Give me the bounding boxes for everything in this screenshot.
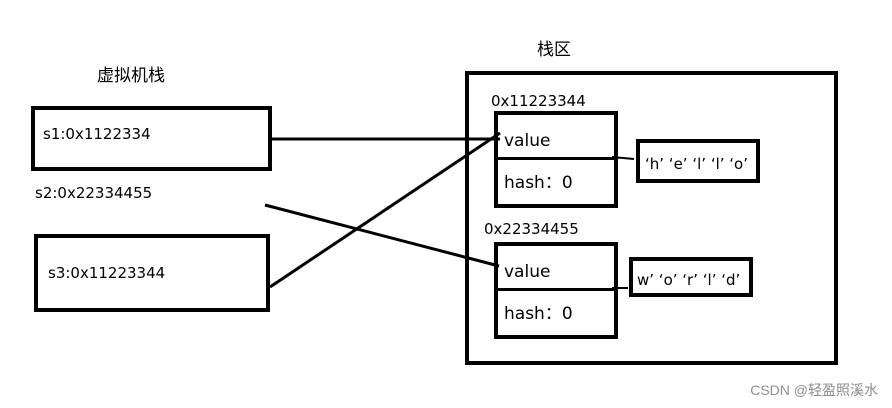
object-1-value-pointer [611,156,635,160]
heap-title: 栈区 [537,40,571,60]
object-1-value-field: value [504,131,551,151]
string-object-1: value hash：0 [494,111,618,208]
vm-stack-slot-2-label: s2:0x22334455 [35,184,153,202]
char-array-2-contents: w’ ‘o’ ‘r’ ‘l’ ‘d’ [637,271,741,289]
object-1-hash-field: hash：0 [504,173,573,193]
vm-stack-title: 虚拟机栈 [97,66,165,86]
string-object-2: value hash：0 [494,242,618,339]
object-2-address: 0x22334455 [484,220,579,238]
object-2-hash-field: hash：0 [504,304,573,324]
vm-stack-slot-3: s3:0x11223344 [34,234,270,312]
char-array-2: w’ ‘o’ ‘r’ ‘l’ ‘d’ [629,257,753,297]
heap-area [465,71,838,365]
vm-stack-slot-1-label: s1:0x1122334 [43,125,151,143]
vm-stack-slot-3-label: s3:0x11223344 [48,264,166,282]
char-array-1: ‘h’ ‘e’ ‘l’ ‘l’ ‘o’ [636,139,760,183]
object-1-address: 0x11223344 [491,92,586,110]
s2-reference-line [264,203,500,268]
object-2-value-field: value [504,262,551,282]
s3-reference-line [269,131,501,289]
watermark: CSDN @轻盈照溪水 [750,382,878,398]
vm-stack-slot-2: s2:0x22334455 [31,171,272,235]
vm-stack-slot-1: s1:0x1122334 [31,106,272,171]
char-array-1-contents: ‘h’ ‘e’ ‘l’ ‘l’ ‘o’ [645,155,749,173]
